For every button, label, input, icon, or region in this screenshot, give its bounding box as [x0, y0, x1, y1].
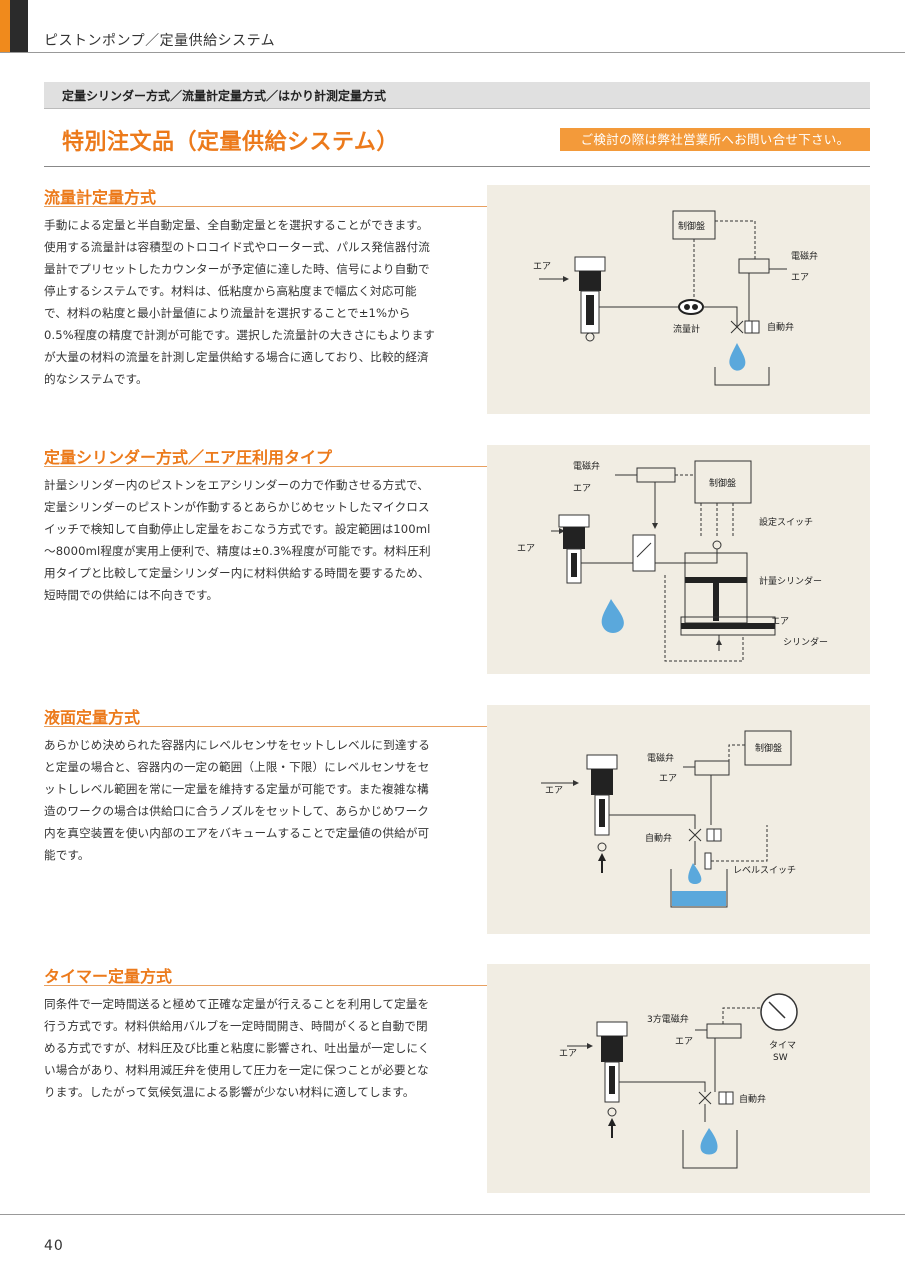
title-divider — [44, 166, 870, 167]
footer-divider — [0, 1214, 905, 1215]
diagram-flowmeter: 制御盤 電磁弁 エア エア 流量計 自動弁 — [487, 185, 870, 414]
label-control: 制御盤 — [755, 742, 782, 754]
label-meter-cyl: 計量シリンダー — [759, 575, 822, 587]
methods-banner — [44, 82, 870, 109]
label-air-left: エア — [517, 544, 535, 554]
diagram-level: 制御盤 電磁弁 エア エア 自動弁 レベルスイッチ — [487, 705, 870, 934]
label-cylinder: シリンダー — [783, 636, 828, 648]
section-body-cylinder: 計量シリンダー内のピストンをエアシリンダーの力で作動させる方式で、定量シリンダー… — [44, 478, 431, 602]
section-rule — [44, 726, 487, 727]
label-solenoid: 電磁弁 — [647, 752, 674, 764]
section-title-level: 液面定量方式 — [44, 708, 141, 727]
diagram-cylinder: 電磁弁 エア 制御盤 設定スイッチ エア 計量シリンダー エア シリンダー — [487, 445, 870, 674]
section-title-cylinder: 定量シリンダー方式／エア圧利用タイプ — [44, 448, 333, 467]
label-timer: タイマ — [769, 1040, 796, 1051]
label-air-mid: エア — [675, 1037, 693, 1047]
section-title-flowmeter: 流量計定量方式 — [44, 188, 157, 207]
section-rule — [44, 466, 487, 467]
label-autovalve: 自動弁 — [739, 1093, 766, 1105]
label-air-left: エア — [559, 1049, 577, 1059]
label-flowmeter: 流量計 — [673, 323, 700, 335]
label-solenoid: 電磁弁 — [573, 460, 600, 472]
header-divider — [0, 52, 905, 53]
label-air-top: エア — [573, 484, 591, 494]
contact-notice: ご検討の際は弊社営業所へお問い合せ下さい。 — [560, 128, 870, 151]
label-control: 制御盤 — [709, 477, 736, 489]
methods-banner-text: 定量シリンダー方式／流量計定量方式／はかり計測定量方式 — [62, 89, 387, 103]
header-title: ピストンポンプ／定量供給システム — [44, 33, 276, 49]
label-solenoid: 電磁弁 — [791, 250, 818, 262]
label-sw: SW — [773, 1053, 788, 1063]
label-autovalve: 自動弁 — [767, 321, 794, 333]
label-setswitch: 設定スイッチ — [759, 516, 813, 528]
label-air-left: エア — [545, 786, 563, 796]
label-levelswitch: レベルスイッチ — [733, 865, 796, 876]
section-title-timer: タイマー定量方式 — [44, 967, 173, 986]
page-number: 40 — [44, 1238, 64, 1254]
label-air-right: エア — [791, 273, 809, 283]
section-body-level: あらかじめ決められた容器内にレベルセンサをセットしレベルに到達すると定量の場合と… — [44, 738, 430, 862]
label-autovalve: 自動弁 — [645, 832, 672, 844]
label-solenoid3: 3方電磁弁 — [647, 1013, 689, 1025]
header-accent-dark — [10, 0, 28, 52]
label-control: 制御盤 — [678, 220, 705, 232]
diagram-timer: タイマ SW 3方電磁弁 エア エア 自動弁 — [487, 964, 870, 1193]
label-air-left: エア — [533, 262, 551, 272]
section-body-flowmeter: 手動による定量と半自動定量、全自動定量とを選択することができます。使用する流量計… — [44, 218, 435, 386]
label-air-mid: エア — [659, 774, 677, 784]
page-title: 特別注文品（定量供給システム） — [62, 130, 399, 155]
section-rule — [44, 206, 487, 207]
section-body-timer: 同条件で一定時間送ると極めて正確な定量が行えることを利用して定量を行う方式です。… — [44, 997, 430, 1099]
label-air-bottom: エア — [771, 617, 789, 627]
section-rule — [44, 985, 487, 986]
